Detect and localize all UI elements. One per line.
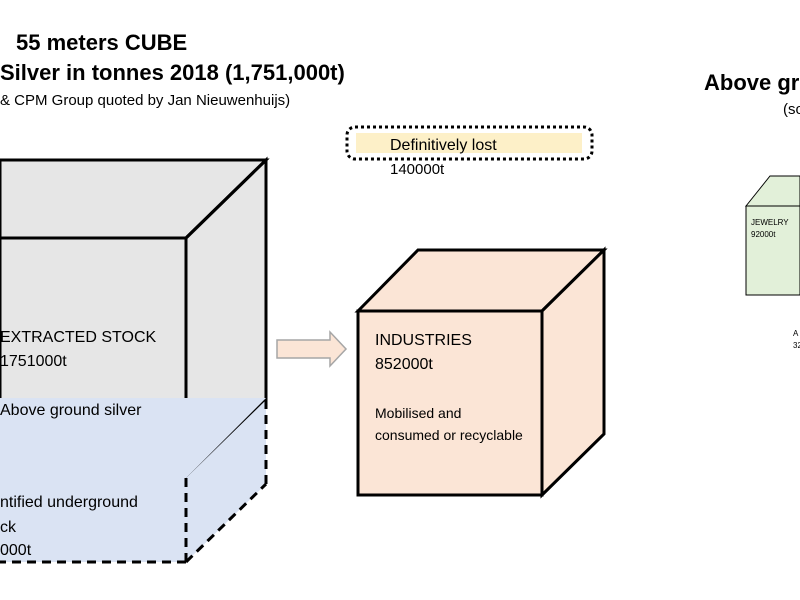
underground-side-face [186,400,266,562]
lost-label: Definitively lost [390,137,497,154]
extracted-front-edges [0,158,268,398]
partial-a-label: A [793,329,799,338]
underground-label: ntified underground [0,494,138,511]
underground-dashed-outline [0,400,268,564]
jewelry-cube [744,175,800,296]
industries-value: 852000t [375,356,433,373]
right-panel-subtitle: (so [783,101,800,118]
right-panel-title: Above gr [704,70,800,95]
underground-value: 000t [0,542,32,559]
industries-front-face [356,309,544,497]
industries-label: INDUSTRIES [375,332,472,349]
main-title: 55 meters CUBE [16,30,188,55]
extracted-value: 1751000t [0,353,67,370]
main-subtitle: Silver in tonnes 2018 (1,751,000t) [0,60,345,85]
lost-box-fill [356,133,582,153]
lost-box-outline [345,125,594,161]
industries-description: Mobilised and consumed or recyclable [375,405,523,443]
underground-top-band [0,398,266,478]
source-note: & CPM Group quoted by Jan Nieuwenhuijs) [0,92,291,109]
lost-value: 140000t [390,161,445,178]
flow-arrow [276,330,348,368]
partial-a-value: 32 [793,341,800,350]
jewelry-value: 92000t [751,230,776,239]
jewelry-label: JEWELRY [751,218,789,227]
industries-cube [354,246,608,499]
extracted-above-label: Above ground silver [0,402,142,419]
extracted-label: EXTRACTED STOCK [0,329,157,346]
underground-front-face [0,478,186,562]
jewelry-front-face [745,205,800,296]
underground-label-line2: ck [0,519,16,536]
jewelry-top-face [744,175,800,207]
extracted-stock-cube [0,156,270,564]
